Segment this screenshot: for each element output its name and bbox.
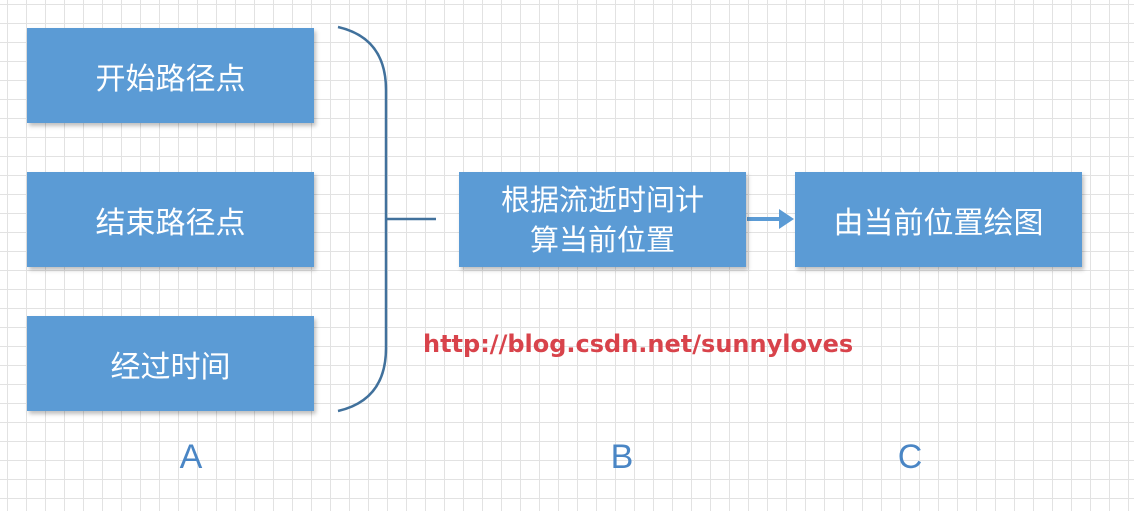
arrow-head xyxy=(779,209,794,229)
box-elapsed-time: 经过时间 xyxy=(27,316,314,411)
box-start-waypoint: 开始路径点 xyxy=(27,28,314,123)
box-end-waypoint-text: 结束路径点 xyxy=(95,205,246,241)
grouping-brace xyxy=(337,25,388,413)
column-label-a: A xyxy=(179,438,203,476)
box-elapsed-time-text: 经过时间 xyxy=(110,349,231,385)
box-calc-position-line1: 根据流逝时间计 xyxy=(500,182,704,217)
box-start-waypoint-text: 开始路径点 xyxy=(95,61,246,97)
watermark-url: http://blog.csdn.net/sunnyloves xyxy=(423,330,854,358)
box-draw-at-position: 由当前位置绘图 xyxy=(795,172,1082,267)
column-label-b: B xyxy=(610,438,634,476)
box-draw-at-position-text: 由当前位置绘图 xyxy=(833,205,1044,241)
column-label-c: C xyxy=(897,438,923,476)
box-calc-position: 根据流逝时间计 算当前位置 xyxy=(459,172,746,267)
box-calc-position-line2: 算当前位置 xyxy=(529,222,675,257)
box-end-waypoint: 结束路径点 xyxy=(27,172,314,267)
